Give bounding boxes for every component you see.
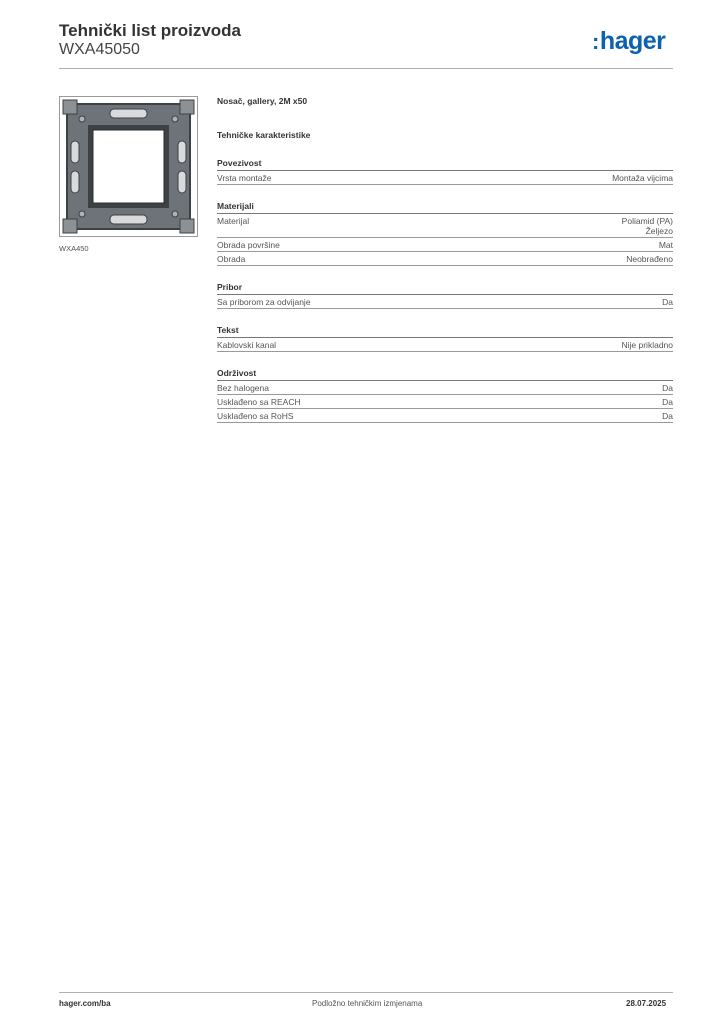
product-code: WXA45050 bbox=[59, 41, 140, 58]
spec-value-line: Neobrađeno bbox=[626, 254, 673, 264]
spec-value: Mat bbox=[659, 240, 673, 250]
spec-value-line: Montaža vijcima bbox=[612, 173, 673, 183]
spec-row: Bez halogena Da bbox=[217, 381, 673, 395]
spec-value-line: Da bbox=[662, 383, 673, 393]
mounting-frame-icon bbox=[62, 99, 195, 234]
spec-content: Nosač, gallery, 2M x50 Tehničke karakter… bbox=[217, 96, 673, 423]
footer-divider bbox=[59, 992, 673, 993]
spec-value-line: Da bbox=[662, 397, 673, 407]
spec-label: Sa priborom za odvijanje bbox=[217, 297, 311, 307]
spec-row: Vrsta montaže Montaža vijcima bbox=[217, 171, 673, 185]
footer-date: 28.07.2025 bbox=[626, 999, 667, 1008]
image-caption: WXA450 bbox=[59, 244, 89, 253]
spec-value: Da bbox=[662, 411, 673, 421]
spec-row: Materijal Poliamid (PA)Željezo bbox=[217, 214, 673, 238]
spec-value: Da bbox=[662, 383, 673, 393]
spec-value-line: Poliamid (PA) bbox=[621, 216, 673, 226]
spec-value: Da bbox=[662, 397, 673, 407]
spec-row: Obrada površine Mat bbox=[217, 238, 673, 252]
logo-text: hager bbox=[599, 27, 666, 55]
spec-value-line: Nije prikladno bbox=[621, 340, 674, 350]
spec-value: Neobrađeno bbox=[626, 254, 673, 264]
spec-label: Bez halogena bbox=[217, 383, 269, 393]
section-title: Tekst bbox=[217, 325, 673, 338]
section-title: Održivost bbox=[217, 368, 673, 381]
hager-logo: :hager bbox=[592, 26, 666, 57]
spec-row: Usklađeno sa REACH Da bbox=[217, 395, 673, 409]
footer-notice: Podložno tehničkim izmjenama bbox=[312, 999, 423, 1008]
spec-label: Kablovski kanal bbox=[217, 340, 277, 350]
spec-value-line: Mat bbox=[658, 240, 673, 250]
spec-row: Kablovski kanal Nije prikladno bbox=[217, 338, 673, 352]
header-divider bbox=[59, 68, 673, 69]
section-title: Pribor bbox=[217, 282, 673, 295]
spec-value: Poliamid (PA)Željezo bbox=[622, 216, 673, 236]
spec-label: Obrada površine bbox=[217, 240, 280, 250]
spec-value-line: Da bbox=[662, 411, 673, 421]
footer-website[interactable]: hager.com/ba bbox=[59, 999, 111, 1008]
spec-label: Obrada bbox=[217, 254, 246, 264]
product-image bbox=[59, 96, 198, 237]
spec-section: Pribor Sa priborom za odvijanje Da bbox=[217, 282, 673, 309]
document-title: Tehnički list proizvoda bbox=[59, 21, 241, 40]
section-title: Materijali bbox=[217, 201, 673, 214]
logo-mark-icon: : bbox=[592, 29, 599, 54]
spec-label: Vrsta montaže bbox=[217, 173, 272, 183]
spec-label: Usklađeno sa REACH bbox=[217, 397, 301, 407]
spec-value: Nije prikladno bbox=[622, 340, 674, 350]
spec-row: Usklađeno sa RoHS Da bbox=[217, 409, 673, 423]
spec-row: Sa priborom za odvijanje Da bbox=[217, 295, 673, 309]
spec-heading: Tehničke karakteristike bbox=[217, 130, 311, 140]
spec-value-line: Željezo bbox=[645, 226, 673, 236]
spec-value: Montaža vijcima bbox=[612, 173, 673, 183]
spec-label: Materijal bbox=[217, 216, 250, 226]
spec-label: Usklađeno sa RoHS bbox=[217, 411, 294, 421]
section-title: Povezivost bbox=[217, 158, 673, 171]
product-name: Nosač, gallery, 2M x50 bbox=[217, 96, 308, 106]
spec-value: Da bbox=[662, 297, 673, 307]
spec-value-line: Da bbox=[662, 297, 673, 307]
spec-row: Obrada Neobrađeno bbox=[217, 252, 673, 266]
